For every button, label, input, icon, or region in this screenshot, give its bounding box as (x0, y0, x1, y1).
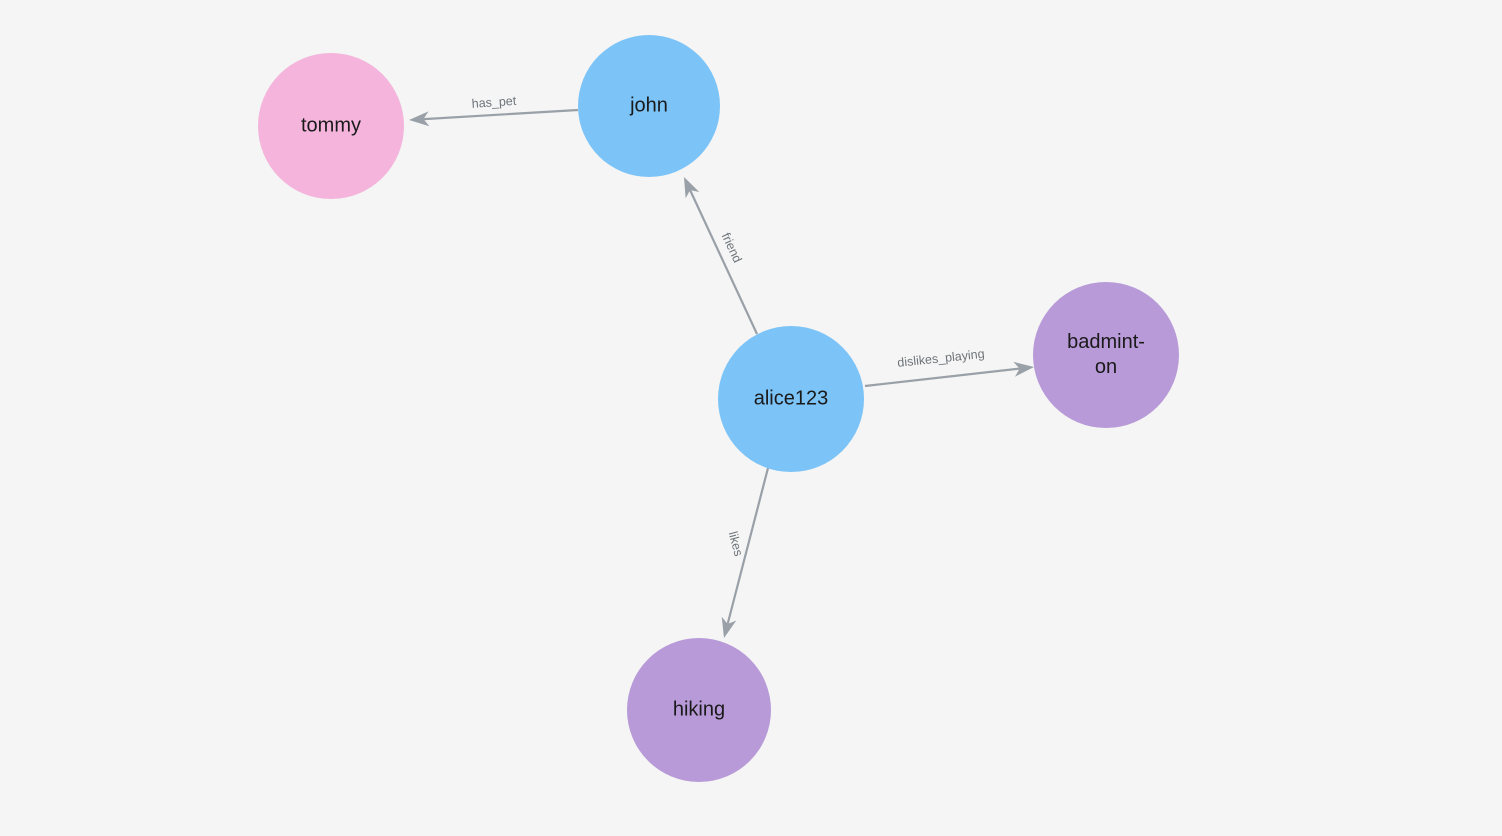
edge-label: dislikes_playing (897, 347, 986, 370)
edge-arrowhead (1013, 361, 1034, 377)
node-circle[interactable] (578, 35, 720, 177)
edge-line (687, 186, 758, 335)
graph-edge[interactable] (409, 108, 579, 127)
node-circle[interactable] (627, 638, 771, 782)
graph-node-john[interactable]: john (578, 35, 720, 177)
node-circle[interactable] (1033, 282, 1179, 428)
node-circle[interactable] (718, 326, 864, 472)
edge-label: likes (726, 530, 746, 558)
edge-label: has_pet (471, 94, 517, 111)
graph-edge[interactable] (684, 177, 758, 335)
graph-edge[interactable] (721, 467, 770, 638)
graph-node-badminton[interactable]: badmint-on (1033, 282, 1179, 428)
edge-line (725, 467, 770, 628)
edge-line (419, 108, 579, 121)
edge-arrowhead (684, 177, 700, 199)
edge-line (864, 367, 1024, 388)
nodes-layer: tommy john alice123 badmint-on hiking (258, 35, 1179, 782)
graph-node-alice123[interactable]: alice123 (718, 326, 864, 472)
graph-node-tommy[interactable]: tommy (258, 53, 404, 199)
edge-arrowhead (409, 111, 430, 127)
graph-node-hiking[interactable]: hiking (627, 638, 771, 782)
edges-layer (409, 108, 1034, 638)
graph-edge[interactable] (864, 361, 1034, 388)
node-circle[interactable] (258, 53, 404, 199)
edge-arrowhead (721, 616, 737, 638)
